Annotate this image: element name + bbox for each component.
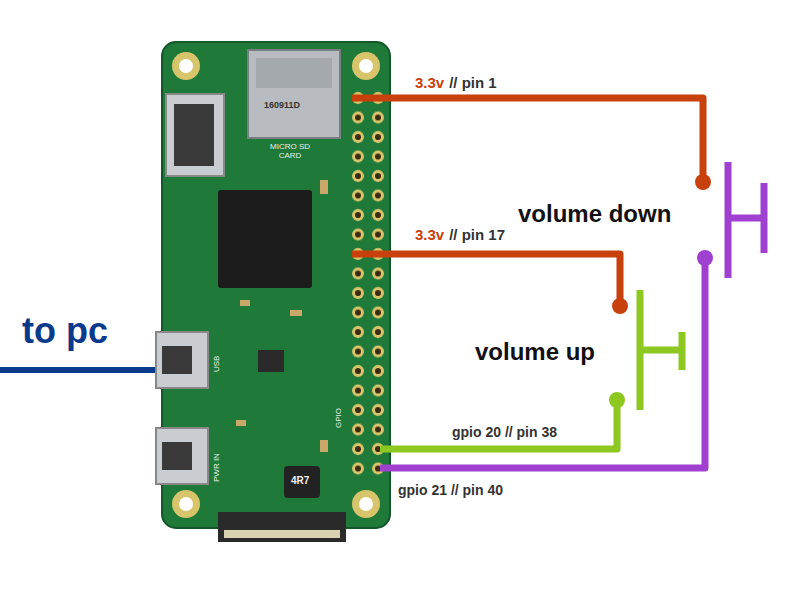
button-label: volume down [518, 200, 671, 228]
silkscreen-text: GPIO [334, 408, 343, 428]
silkscreen-text: MICRO SD CARD [268, 142, 312, 160]
inductor [284, 466, 320, 498]
cpu-chip [218, 190, 312, 288]
usb-cable [0, 367, 156, 373]
power-port [156, 428, 208, 484]
button-label: volume up [475, 338, 595, 366]
push-button-symbol [640, 290, 682, 410]
sd-card-slot [248, 50, 340, 138]
hdmi-port [166, 94, 224, 176]
pin-label: // pin 17 [449, 226, 505, 243]
silkscreen-text: USB [212, 356, 221, 372]
push-button-symbol [728, 162, 764, 278]
small-components [236, 180, 328, 452]
signal-label: gpio 21 // pin 40 [398, 482, 503, 498]
camera-connector [218, 512, 346, 542]
part-marking: 160911D [264, 100, 300, 110]
signal-label: gpio 20 // pin 38 [452, 424, 557, 440]
gpio-header [348, 88, 388, 478]
usb-port [156, 332, 208, 388]
voltage-label: 3.3v [415, 74, 444, 91]
wire [352, 98, 705, 468]
connection-label: to pc [22, 310, 108, 351]
part-marking: 4R7 [291, 475, 309, 487]
pin-label: // pin 1 [449, 74, 497, 91]
voltage-label: 3.3v [415, 226, 444, 243]
silkscreen-text: PWR IN [212, 453, 221, 482]
